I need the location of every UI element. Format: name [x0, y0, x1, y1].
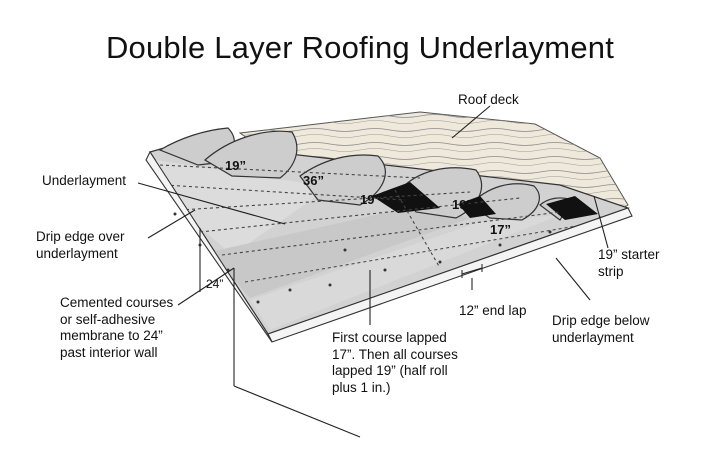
drip-edge-front: [145, 150, 633, 343]
starter-strip-line-2: strip: [598, 263, 624, 279]
label-course-lap-note: First course lapped 17”. Then all course…: [332, 330, 458, 396]
label-drip-edge-below: Drip edge below underlayment: [552, 313, 650, 346]
dimension-24: 24”: [206, 277, 224, 291]
starter-strip-line-1: 19” starter: [598, 247, 660, 262]
label-drip-edge-over: Drip edge over underlayment: [36, 229, 125, 262]
drip-edge-below-line-2: underlayment: [552, 329, 634, 345]
course-lap-note-line-3: lapped 19” (half roll: [332, 363, 448, 378]
leader-lines: [137, 105, 609, 325]
course-lap-note-line-2: 17”. Then all courses: [332, 346, 458, 362]
dimension-19-top: 19”: [225, 158, 246, 173]
drip-edge-over-line-2: underlayment: [36, 245, 118, 261]
label-starter-strip: 19” starter strip: [598, 247, 660, 280]
dimension-19-mid: 19”: [360, 192, 381, 207]
label-cemented-courses: Cemented courses or self-adhesive membra…: [60, 295, 173, 361]
end-lap-marker: [461, 264, 483, 278]
drip-edge-below-line-1: Drip edge below: [552, 313, 650, 328]
course-lap-note-line-4: plus 1 in.): [332, 379, 391, 395]
label-end-lap: 12” end lap: [459, 303, 527, 318]
dimension-36: 36”: [303, 173, 324, 188]
cemented-courses-line-2: or self-adhesive: [60, 311, 156, 327]
drip-edge-over-line-1: Drip edge over: [36, 229, 125, 244]
diagram-title: Double Layer Roofing Underlayment: [105, 30, 615, 65]
lap-lines: [159, 164, 601, 283]
dimension-19-right: 19”: [452, 197, 473, 212]
course-lap-note-line-1: First course lapped: [332, 330, 447, 345]
dimension-17: 17”: [490, 222, 511, 237]
interior-wall-lines: [199, 228, 361, 438]
nail-dots: [173, 212, 602, 304]
cemented-courses-line-3: membrane to 24”: [60, 328, 163, 343]
roll-shadows: [372, 182, 598, 220]
label-underlayment: Underlayment: [42, 173, 127, 188]
label-roof-deck: Roof deck: [458, 92, 519, 107]
cemented-courses-line-1: Cemented courses: [60, 295, 174, 310]
cemented-courses-line-4: past interior wall: [60, 344, 158, 360]
